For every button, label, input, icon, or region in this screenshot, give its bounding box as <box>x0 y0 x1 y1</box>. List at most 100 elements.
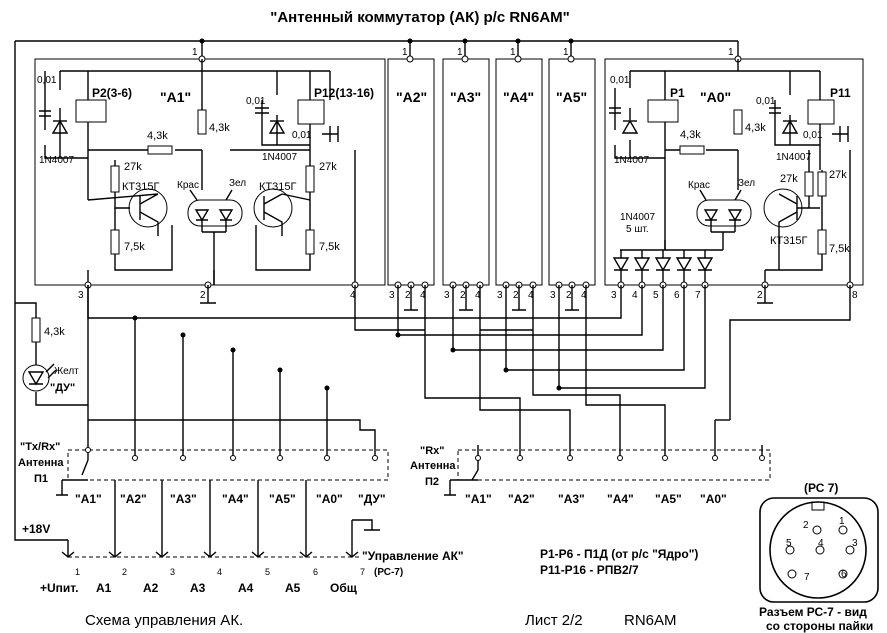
a0-relay-a-label: P1 <box>670 86 685 100</box>
a1-pin4: 4 <box>350 290 356 301</box>
a0-pin7: 7 <box>695 290 701 301</box>
ctrl-pin-a2: А2 <box>143 581 159 595</box>
rs7-pin5: 5 <box>786 538 792 549</box>
p2-out-a4: "А4" <box>607 492 634 506</box>
a0-pin3: 3 <box>611 290 617 301</box>
rs7-pin2: 2 <box>803 520 809 531</box>
a0-tr-label: КТ315Г <box>770 235 807 247</box>
p1-out-du: "ДУ" <box>358 492 386 506</box>
footer-caption: Схема управления АК. <box>85 612 243 629</box>
a5-pin2: 2 <box>566 290 572 301</box>
module-a5-name: "А5" <box>556 89 587 105</box>
ctrl-num-2: 2 <box>122 567 127 577</box>
a5-pin4: 4 <box>581 290 587 301</box>
a0-cap-a-label: 0,01 <box>610 75 630 86</box>
p1-out-a1: "А1" <box>75 492 102 506</box>
a1-pin2: 2 <box>200 290 206 301</box>
a1-tr-b-label: КТ315Г <box>259 181 296 193</box>
p2-label1: "Rx" <box>420 445 445 457</box>
p1-out-a0: "А0" <box>316 492 343 506</box>
a0-diode-a-label: 1N4007 <box>614 155 649 166</box>
module-a2-name: "А2" <box>396 89 427 105</box>
a0-diodes-qty: 5 шт. <box>626 224 649 235</box>
p1-out-a2: "А2" <box>120 492 147 506</box>
p2-out-a3: "А3" <box>558 492 585 506</box>
module-a0-name: "А0" <box>700 89 731 105</box>
ctrl-pin-a4: А4 <box>238 581 254 595</box>
a0-r-base-label: 4,3k <box>680 129 701 141</box>
a3-pin3: 3 <box>444 290 450 301</box>
ctrl-num-7: 7 <box>360 567 365 577</box>
module-a4-name: "А4" <box>503 89 534 105</box>
a1-tr-a-label: КТ315Г <box>122 181 159 193</box>
p1-label3: П1 <box>34 473 48 485</box>
ctrl-pin-a5: А5 <box>285 581 301 595</box>
a4-pin1: 1 <box>510 47 516 58</box>
rs7-title2: со стороны пайки <box>766 619 873 633</box>
a1-cap-b-label: 0,01 <box>246 96 266 107</box>
module-a3-name: "А3" <box>450 89 481 105</box>
a1-r-top-b-label: 27k <box>319 161 337 173</box>
p1-out-a4: "А4" <box>222 492 249 506</box>
a0-pin8: 8 <box>852 290 858 301</box>
rs7-pin3: 3 <box>852 538 858 549</box>
note-relays-1: Р1-Р6 - П1Д (от р/с "Ядро") <box>540 547 698 561</box>
a2-pin1: 1 <box>402 47 408 58</box>
a5-pin1: 1 <box>563 47 569 58</box>
footer-author: RN6AM <box>624 612 677 629</box>
a0-led-red-label: Крас <box>688 180 710 191</box>
ctrl-num-4: 4 <box>217 567 222 577</box>
a2-pin4: 4 <box>420 290 426 301</box>
diagram-title: "Антенный коммутатор (АК) р/с RN6AM" <box>270 9 570 26</box>
rs7-pin1: 1 <box>839 516 845 527</box>
a1-diode-b-label: 1N4007 <box>262 152 297 163</box>
control-sub: (РС-7) <box>374 567 403 578</box>
a0-r-top-b-label: 27k <box>829 169 847 181</box>
a2-pin2: 2 <box>405 290 411 301</box>
a0-pin1: 1 <box>728 47 734 58</box>
supply-label: +18V <box>22 522 50 536</box>
a1-relay-a-label: P2(3-6) <box>92 86 132 100</box>
p1-connector-box <box>67 449 389 481</box>
a4-pin3: 3 <box>497 290 503 301</box>
rs7-pin6: 6 <box>841 569 847 580</box>
p1-label2: Антенна <box>18 457 64 469</box>
p1-out-a3: "А3" <box>170 492 197 506</box>
ctrl-num-6: 6 <box>313 567 318 577</box>
a1-led-green-label: Зел <box>229 178 246 189</box>
a0-pin5: 5 <box>653 290 659 301</box>
a1-cap-c-label: 0,01 <box>292 130 312 141</box>
p2-connector-box <box>457 449 771 481</box>
a0-r-bot-label: 7,5k <box>829 243 850 255</box>
a0-diodes-label: 1N4007 <box>620 212 655 223</box>
rs7-body <box>759 497 879 603</box>
a0-pin4: 4 <box>632 290 638 301</box>
a1-r-led-label: 4,3k <box>209 122 230 134</box>
ctrl-pin-a1: А1 <box>96 581 112 595</box>
p2-out-a0: "А0" <box>700 492 727 506</box>
a0-cap-c-label: 0,01 <box>803 130 823 141</box>
ctrl-num-3: 3 <box>170 567 175 577</box>
a1-r-base-label: 4,3k <box>147 130 168 142</box>
ctrl-num-5: 5 <box>265 567 270 577</box>
p2-out-a5: "А5" <box>655 492 682 506</box>
a1-relay-b-label: P12(13-16) <box>314 86 374 100</box>
a1-r-top-a-label: 27k <box>124 161 142 173</box>
du-name-label: "ДУ" <box>50 382 75 394</box>
note-relays-2: Р11-Р16 - РПВ2/7 <box>540 563 639 577</box>
du-r-label: 4,3k <box>44 326 65 338</box>
a0-pin6: 6 <box>674 290 680 301</box>
p2-label2: Антенна <box>410 460 456 472</box>
rs7-pin4: 4 <box>818 538 824 549</box>
a3-pin4: 4 <box>475 290 481 301</box>
a0-led-green-label: Зел <box>738 178 755 189</box>
a0-cap-b-label: 0,01 <box>756 96 776 107</box>
module-a0-box <box>604 58 864 286</box>
a4-pin4: 4 <box>528 290 534 301</box>
rs7-pin7: 7 <box>804 572 810 583</box>
rs7-face <box>769 501 867 599</box>
rs7-label: (РС 7) <box>804 481 838 495</box>
module-a1-name: "А1" <box>160 89 191 105</box>
a1-cap-a-label: 0,01 <box>37 75 57 86</box>
